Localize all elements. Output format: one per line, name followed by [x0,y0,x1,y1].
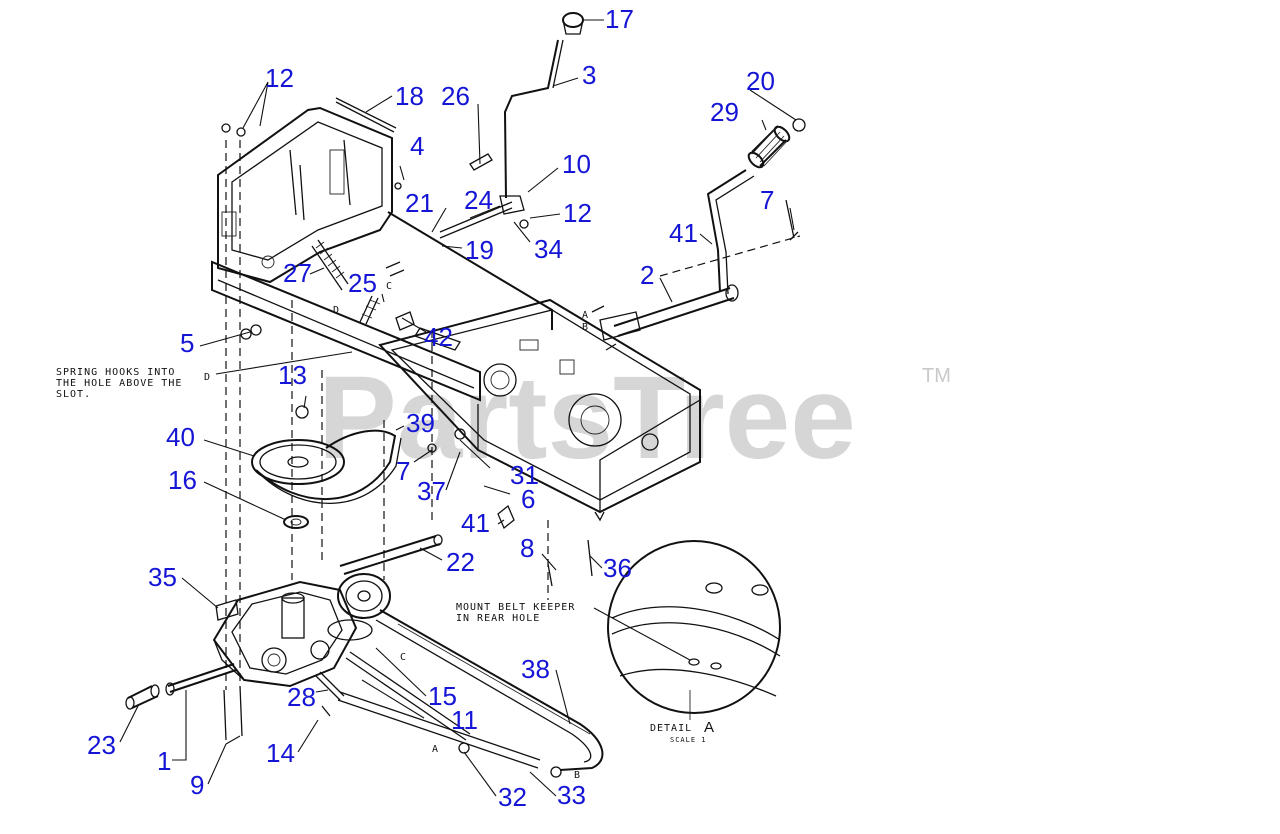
callout-39: 39 [406,408,435,438]
callout-16: 16 [168,465,197,495]
callout-1: 1 [157,746,171,776]
callout-27: 27 [283,258,312,288]
callout-12-right: 12 [563,198,592,228]
callout-11: 11 [451,705,478,735]
callout-2: 2 [640,260,654,290]
ref-letter-d1: D [333,305,340,316]
callout-20: 20 [746,66,775,96]
callout-40: 40 [166,422,195,452]
hardware-drawing [221,123,593,587]
callout-22: 22 [446,547,475,577]
callout-10: 10 [562,149,591,179]
detail-label: DETAIL [650,723,692,734]
callout-38: 38 [521,654,550,684]
ref-letter-d2: D [204,372,211,383]
callout-18: 18 [395,81,424,111]
callout-9: 9 [190,770,204,800]
belts-pulleys-drawing [251,429,604,771]
springs-drawing [311,239,381,325]
callout-numbers: 17 3 12 18 26 20 29 4 10 21 24 12 7 41 3… [87,4,775,812]
callout-24: 24 [464,185,493,215]
callout-7-top: 7 [760,185,774,215]
ref-letter-b1: B [582,322,589,333]
callout-13: 13 [278,360,307,390]
callout-33: 33 [557,780,586,810]
note-belt-keeper: MOUNT BELT KEEPER IN REAR HOLE [456,602,575,624]
callout-7-mid: 7 [396,456,410,486]
callout-29: 29 [710,97,739,127]
ref-letter-a2: A [432,744,439,755]
ref-letter-a1: A [582,310,589,321]
callout-21: 21 [405,188,434,218]
callout-42: 42 [424,322,453,352]
callout-23: 23 [87,730,116,760]
callout-26: 26 [441,81,470,111]
callout-37: 37 [417,476,446,506]
callout-25: 25 [348,268,377,298]
detail-scale: SCALE 1 [670,736,707,744]
callout-31: 31 [510,460,539,490]
detail-a-view [593,540,781,720]
callout-36: 36 [603,553,632,583]
callout-4: 4 [410,131,424,161]
callout-15: 15 [428,681,457,711]
ref-letter-b2: B [574,770,581,781]
callout-3: 3 [582,60,596,90]
leader-lines [119,19,797,797]
callout-17: 17 [605,4,634,34]
detail-letter: A [704,719,714,736]
callout-14: 14 [266,738,295,768]
callout-5: 5 [180,328,194,358]
callout-41-mid: 41 [461,508,490,538]
watermark-trademark: TM [922,365,951,387]
steering-brake-drawing [335,12,806,341]
frame-drawing [211,106,701,522]
ref-letter-c1: C [386,281,393,292]
note-line: SPRING HOOKS INTO [56,367,175,378]
callout-35: 35 [148,562,177,592]
note-line: IN REAR HOLE [456,613,540,624]
note-line: THE HOLE ABOVE THE [56,378,182,389]
ref-letter-c2: C [400,652,407,663]
alignment-lines [225,140,549,690]
callout-8: 8 [520,533,534,563]
callout-19: 19 [465,235,494,265]
callout-12-top: 12 [265,63,294,93]
note-spring-hooks: SPRING HOOKS INTO THE HOLE ABOVE THE SLO… [56,367,182,400]
callout-41-top: 41 [669,218,698,248]
transaxle-drawing [125,580,562,778]
callout-32: 32 [498,782,527,812]
callout-34: 34 [534,234,563,264]
callout-28: 28 [287,682,316,712]
callout-6: 6 [521,484,535,514]
note-line: MOUNT BELT KEEPER [456,602,575,613]
note-line: SLOT. [56,389,91,400]
